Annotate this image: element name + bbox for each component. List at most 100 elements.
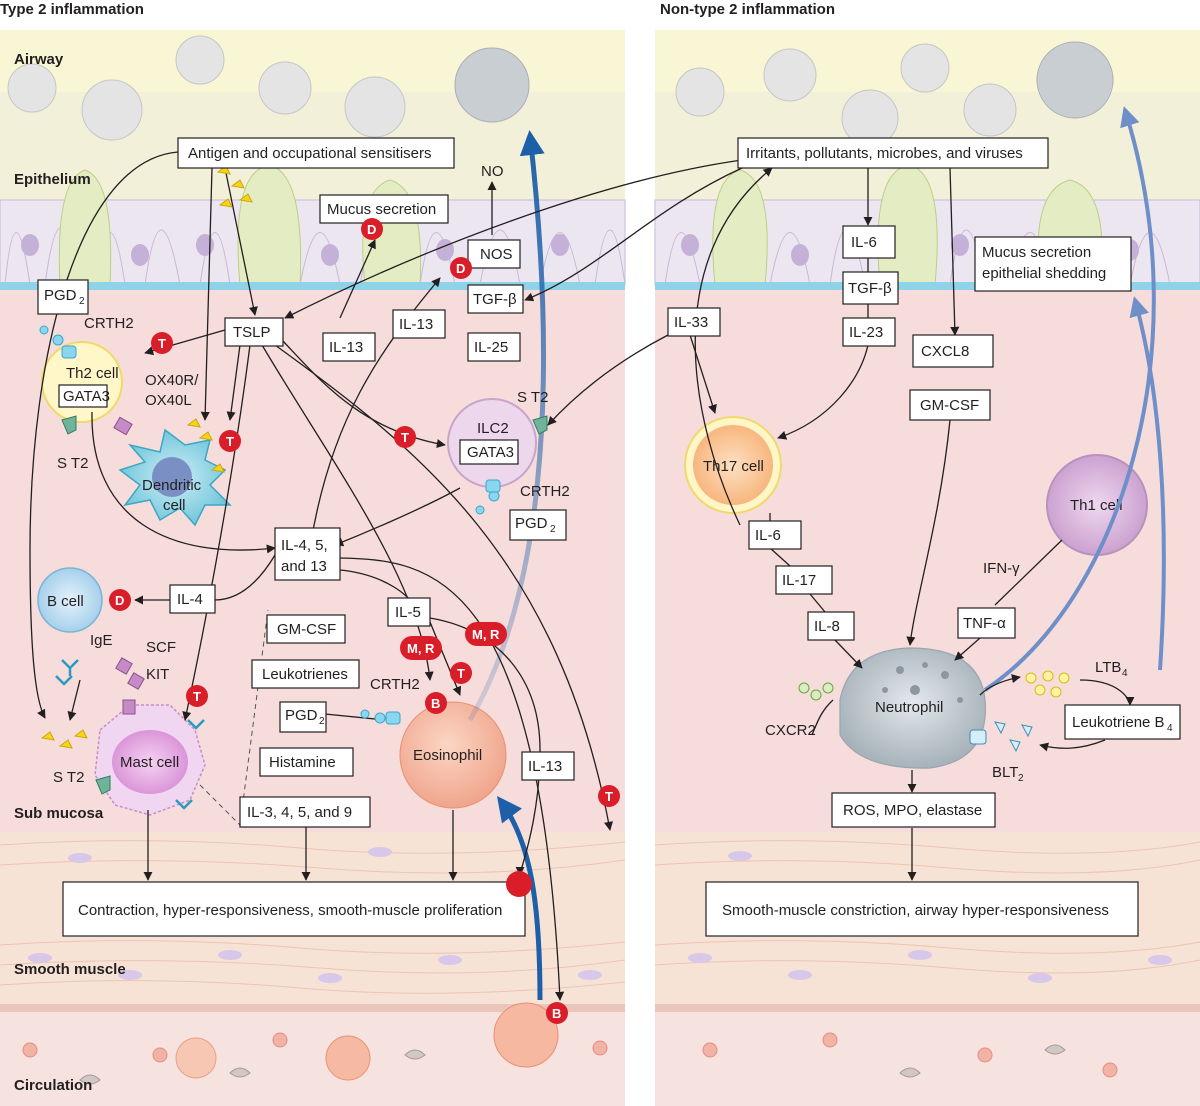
neutrophil-cell: Neutrophil [839,647,986,769]
il13-box-a: IL-13 [399,316,433,333]
cxcr2-label: CXCR2 [765,722,816,739]
ox40l-label: OX40L [145,392,192,409]
pgd2-box-c: PGD [285,707,318,724]
pgd2-sub-c: 2 [319,716,325,727]
badge-d-mucus: D [361,218,383,240]
ige-label: IgE [90,632,113,649]
gata3-label-b: GATA3 [467,444,514,461]
svg-text:T: T [226,434,234,449]
svg-text:T: T [401,430,409,445]
il17-box: IL-17 [782,572,816,589]
ox40r-label: OX40R/ [145,372,199,389]
ilc2-label: ILC2 [477,420,509,437]
ilc2-cell: ILC2 GATA3 [447,398,537,488]
layer-airway: Airway [14,51,64,68]
layer-epithelium: Epithelium [14,171,91,188]
badges: D D T T T D T M, R M, R T B T B [109,218,620,1024]
badge-t-th2: T [151,332,173,354]
receptor-shapes [39,165,1070,810]
th2-cell: Th2 cell GATA3 [41,341,123,423]
tgfb-box-right: TGF-β [848,280,892,297]
b-cell-label: B cell [47,593,84,610]
left-connectors [29,151,743,1001]
gmcsf-box-right: GM-CSF [920,397,979,414]
il3459-box: IL-3, 4, 5, and 9 [247,804,352,821]
leukotrienes-box: Leukotrienes [262,666,348,683]
il23-box: IL-23 [849,324,883,341]
dendritic-label-2: cell [163,497,186,514]
layer-smooth-muscle: Smooth muscle [14,961,126,978]
tslp-box: TSLP [233,324,271,341]
badge-b-eos: B [425,692,447,714]
il6-box-b: IL-6 [755,527,781,544]
th2-cell-label: Th2 cell [66,365,119,382]
kit-label: KIT [146,666,169,683]
neutrophil-label: Neutrophil [875,699,943,716]
layer-submucosa: Sub mucosa [14,805,104,822]
right-panel-title: Non-type 2 inflammation [660,1,835,18]
badge-red-dot [506,871,532,897]
svg-text:B: B [431,696,440,711]
pgd2-box-a: PGD [44,287,77,304]
st2-label-a: S T2 [57,455,88,472]
layer-circulation: Circulation [14,1077,92,1094]
crth2-label-a: CRTH2 [84,315,134,332]
il25-box: IL-25 [474,339,508,356]
th17-cell-label: Th17 cell [703,458,764,475]
gata3-label-a: GATA3 [63,388,110,405]
th17-cell: Th17 cell [684,416,782,514]
il45-line-2: and 13 [281,558,327,575]
tgfb-box-left: TGF-β [473,291,517,308]
right-labels: Irritants, pollutants, microbes, and vir… [667,137,1181,937]
left-outcome-box: Contraction, hyper-responsiveness, smoot… [78,902,502,919]
il4-box: IL-4 [177,591,203,608]
badge-t-eos: T [450,662,472,684]
svg-text:B: B [552,1006,561,1021]
histamine-box: Histamine [269,754,336,771]
pgd2-sub-b: 2 [550,524,556,535]
th1-cell: Th1 cell [1046,454,1148,556]
svg-text:M, R: M, R [407,641,435,656]
scf-label: SCF [146,639,176,656]
gmcsf-box-left: GM-CSF [277,621,336,638]
mast-cell: Mast cell [94,704,206,816]
il8-box: IL-8 [814,618,840,635]
right-outcome-box: Smooth-muscle constriction, airway hyper… [722,902,1109,919]
ros-box: ROS, MPO, elastase [843,802,982,819]
left-panel-title: Type 2 inflammation [0,1,144,18]
badge-mr-a: M, R [400,636,442,660]
antigen-box: Antigen and occupational sensitisers [188,145,432,162]
il13-box-b: IL-13 [329,339,363,356]
il6-box-a: IL-6 [851,234,877,251]
svg-text:T: T [457,666,465,681]
st2-label-c: S T2 [53,769,84,786]
svg-text:D: D [115,593,124,608]
badge-t-ilc2: T [394,426,416,448]
left-labels: Antigen and occupational sensitisers Muc… [37,137,575,937]
pgd2-box-b: PGD [515,515,548,532]
svg-text:T: T [158,336,166,351]
circulating-eosinophil [493,1002,559,1068]
crth2-label-c: CRTH2 [370,676,420,693]
pgd2-sub-a: 2 [79,296,85,307]
badge-t-mast: T [186,685,208,707]
ifng-label: IFN-γ [983,560,1020,577]
th1-cell-label: Th1 cell [1070,497,1123,514]
titles: Type 2 inflammation Non-type 2 inflammat… [0,1,835,1094]
ltb4-sub: 4 [1122,668,1128,679]
svg-text:D: D [456,261,465,276]
badge-d-bcell: D [109,589,131,611]
svg-text:M, R: M, R [472,627,500,642]
il13-box-c: IL-13 [528,758,562,775]
eosinophil-label: Eosinophil [413,747,482,764]
b-cell: B cell [37,567,103,633]
svg-text:D: D [367,222,376,237]
blt2-sub: 2 [1018,773,1024,784]
leukotriene-b4-box: Leukotriene B [1072,714,1165,731]
dendritic-label-1: Dendritic [142,477,202,494]
badge-mr-b: M, R [465,622,507,646]
leukotriene-b4-sub: 4 [1167,723,1173,734]
il5-box: IL-5 [395,604,421,621]
